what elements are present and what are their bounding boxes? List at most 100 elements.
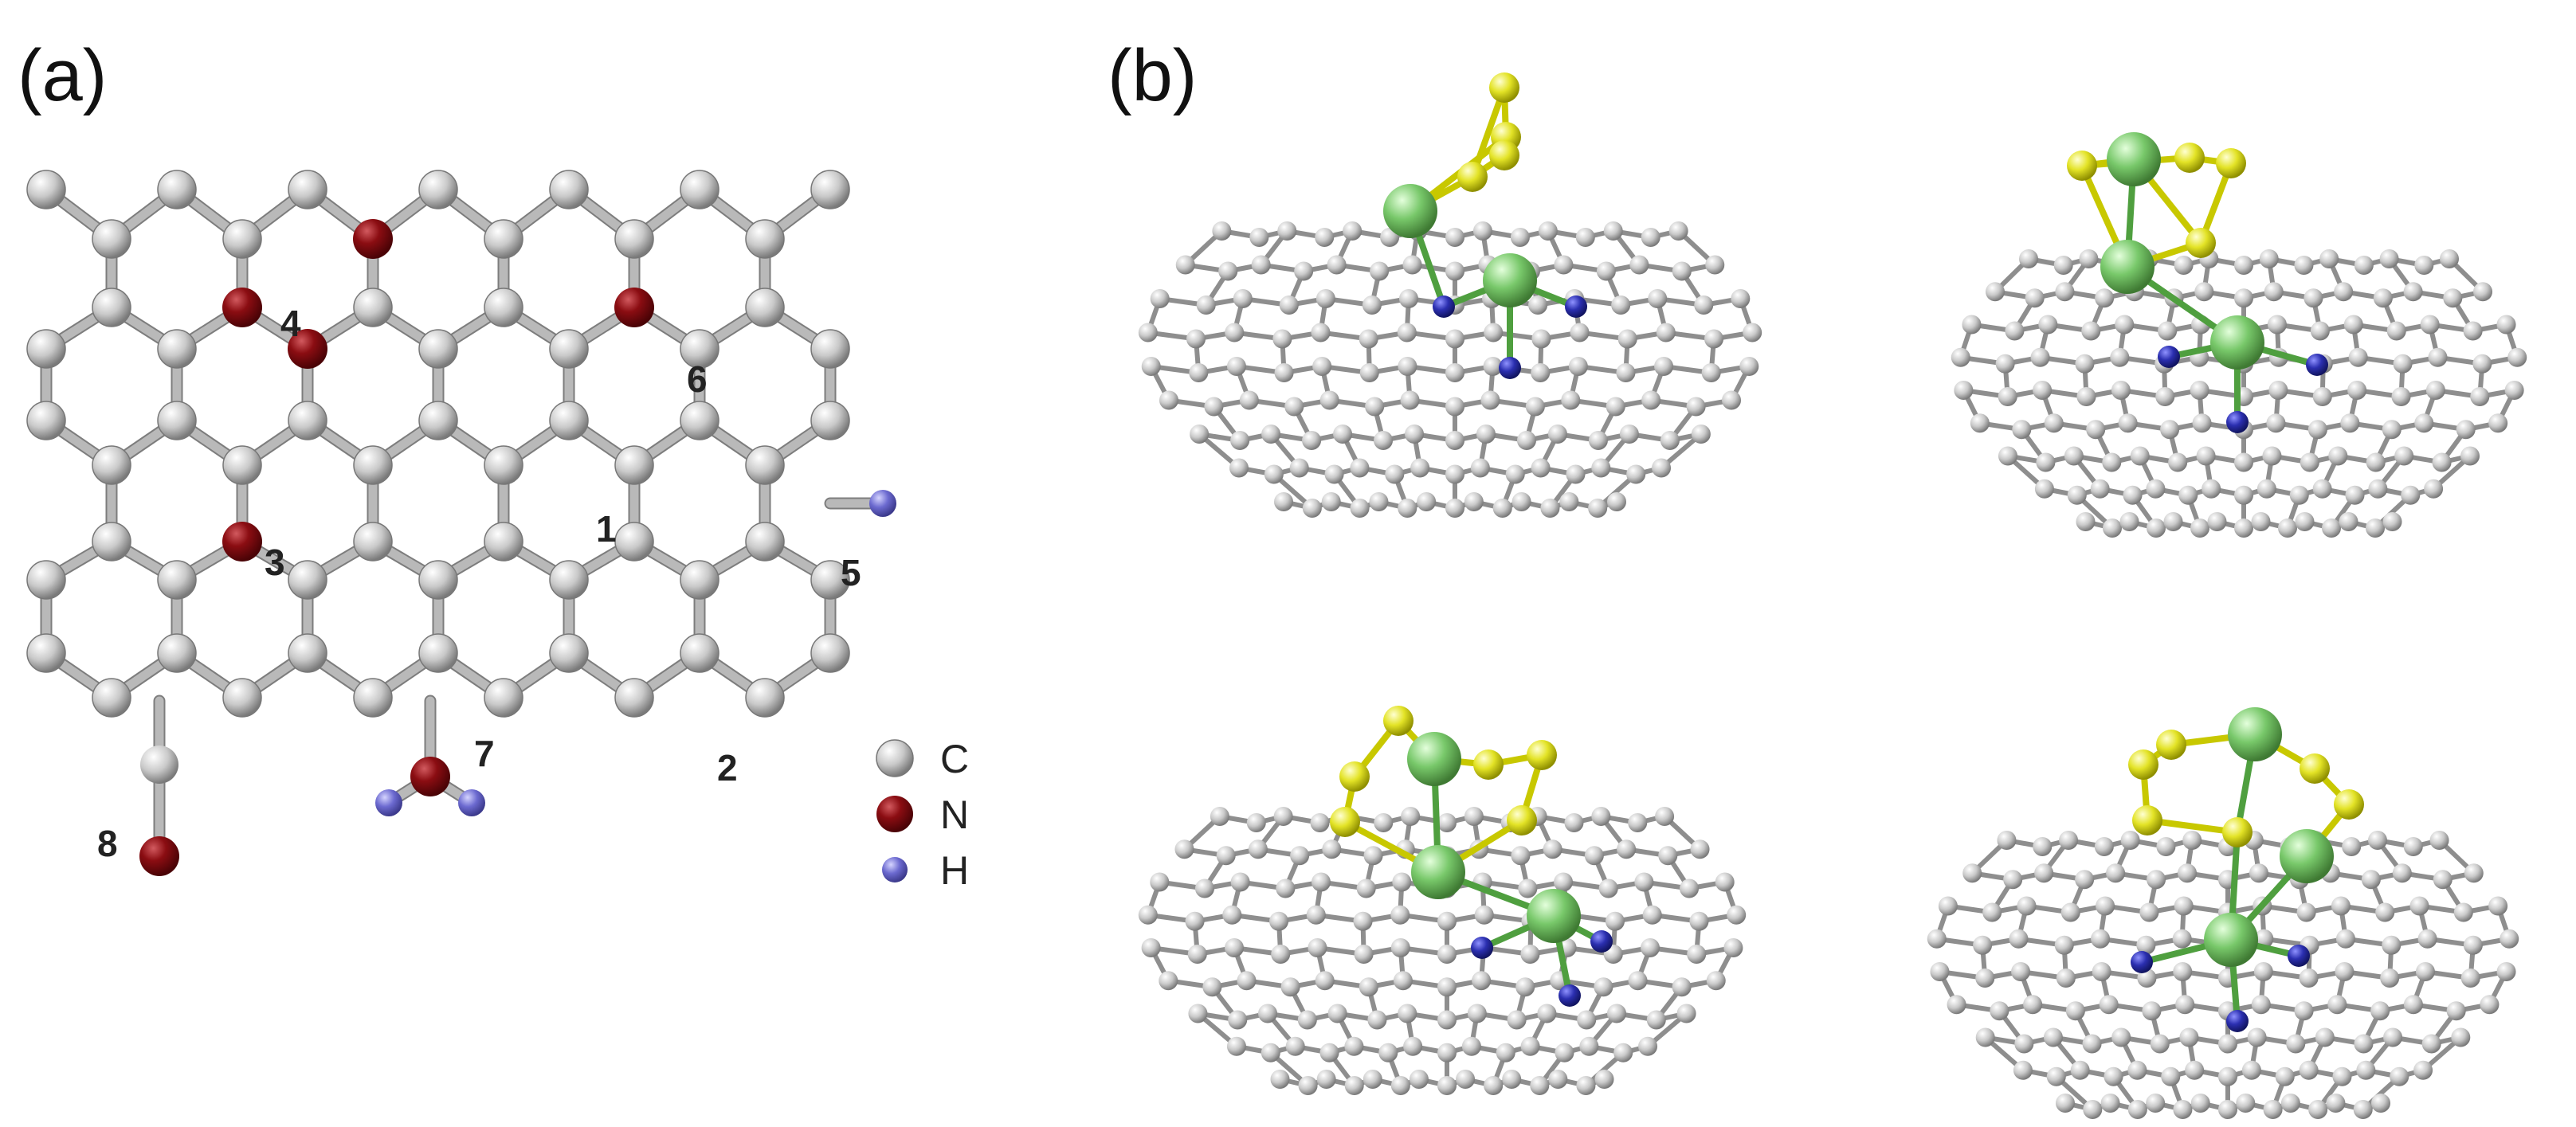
flake-carbon-atom — [2075, 870, 2095, 890]
flake-carbon-atom — [1660, 431, 1680, 450]
flake-carbon-atom — [1723, 938, 1743, 957]
flake-carbon-atom — [2218, 1100, 2237, 1119]
flake-carbon-atom — [1938, 896, 1958, 916]
flake-carbon-atom — [1638, 1036, 1658, 1056]
carbon-atom — [353, 678, 393, 718]
flake-carbon-atom — [1445, 499, 1464, 518]
flake-carbon-atom — [1141, 357, 1161, 376]
legend-hydrogen-swatch — [882, 857, 908, 882]
sulfur-atom — [1339, 761, 1370, 792]
carbon-atom — [288, 560, 327, 600]
flake-carbon-atom — [1261, 1043, 1280, 1062]
carbon-atom — [680, 170, 719, 209]
flake-carbon-atom — [1212, 221, 1232, 241]
flake-carbon-atom — [1271, 945, 1291, 964]
flake-carbon-atom — [1927, 929, 1947, 949]
carbon-atom — [484, 219, 523, 259]
nitrogen-atom — [2131, 951, 2153, 973]
flake-carbon-atom — [2266, 413, 2286, 433]
flake-carbon-atom — [1269, 911, 1289, 931]
flake-carbon-atom — [2356, 1060, 2376, 1080]
carbon-atom — [157, 329, 197, 369]
flake-carbon-atom — [1310, 813, 1330, 832]
flake-carbon-atom — [1502, 1070, 1522, 1089]
nitrogen-atom — [1565, 295, 1587, 318]
flake-carbon-atom — [1311, 872, 1331, 892]
sulfur-atom — [1330, 807, 1360, 837]
flake-carbon-atom — [2310, 321, 2330, 341]
flake-carbon-atom — [1467, 1004, 1487, 1023]
flake-carbon-atom — [2370, 1001, 2390, 1021]
flake-carbon-atom — [1321, 492, 1341, 511]
flake-carbon-atom — [1222, 905, 1242, 925]
flake-carbon-atom — [1520, 945, 1540, 964]
flake-carbon-atom — [2111, 381, 2131, 400]
flake-carbon-atom — [2095, 288, 2115, 308]
flake-carbon-atom — [1628, 971, 1648, 991]
sulfur-atom — [2300, 753, 2330, 784]
flake-carbon-atom — [2391, 387, 2411, 406]
flake-carbon-atom — [1264, 464, 1284, 484]
flake-carbon-atom — [2413, 1060, 2433, 1080]
flake-carbon-atom — [2251, 512, 2271, 531]
flake-carbon-atom — [1510, 228, 1530, 247]
flake-carbon-atom — [2163, 512, 2183, 531]
flake-carbon-atom — [2158, 321, 2178, 341]
flake-carbon-atom — [1603, 221, 1623, 241]
flake-carbon-atom — [1402, 255, 1422, 275]
sulfur-atom — [1383, 706, 1413, 736]
hydrogen-atom — [458, 789, 485, 816]
flake-carbon-atom — [2067, 485, 2087, 505]
flake-carbon-atom — [2207, 512, 2227, 531]
nitrogen-atom — [2226, 411, 2249, 433]
flake-carbon-atom — [2409, 896, 2429, 916]
flake-carbon-atom — [2013, 1060, 2033, 1080]
flake-carbon-atom — [1289, 458, 1309, 478]
flake-carbon-atom — [2295, 512, 2315, 531]
flake-carbon-atom — [2268, 381, 2288, 400]
flake-carbon-atom — [1470, 458, 1490, 478]
flake-carbon-atom — [1409, 1070, 1429, 1089]
flake-carbon-atom — [1359, 363, 1379, 382]
carbon-atom — [745, 678, 785, 718]
flake-carbon-atom — [1159, 971, 1178, 991]
flake-carbon-atom — [2179, 1027, 2199, 1047]
flake-carbon-atom — [2328, 446, 2348, 466]
cluster-adsorption-structures — [1138, 72, 2527, 1119]
flake-carbon-atom — [2264, 282, 2284, 302]
flake-carbon-atom — [2081, 321, 2101, 341]
flake-carbon-atom — [2373, 288, 2393, 308]
flake-carbon-atom — [1350, 458, 1370, 478]
flake-carbon-atom — [1743, 323, 1762, 342]
flake-carbon-atom — [1150, 872, 1170, 892]
carbon-atom — [549, 401, 589, 440]
flake-carbon-atom — [1998, 387, 2017, 406]
flake-carbon-atom — [2234, 485, 2253, 505]
carbon-atom — [745, 288, 785, 327]
carbon-atom — [418, 633, 458, 673]
nitrogen-atom — [1559, 984, 1581, 1007]
flake-carbon-atom — [1403, 1036, 1423, 1056]
flake-carbon-atom — [2392, 863, 2412, 883]
flake-carbon-atom — [1410, 458, 1430, 478]
flake-carbon-atom — [2488, 413, 2508, 433]
flake-carbon-atom — [2278, 518, 2297, 538]
flake-carbon-atom — [1995, 354, 2015, 374]
flake-carbon-atom — [2342, 837, 2362, 856]
flake-carbon-atom — [1138, 323, 1158, 342]
flake-carbon-atom — [2123, 485, 2143, 505]
metal-atom — [2210, 315, 2264, 370]
flake-carbon-atom — [2451, 1027, 2471, 1047]
carbon-atom — [810, 560, 850, 600]
metal-atom — [1411, 845, 1465, 899]
flake-carbon-atom — [1474, 905, 1494, 925]
flake-carbon-atom — [2055, 282, 2075, 302]
carbon-atom — [353, 445, 393, 485]
flake-carbon-atom — [1315, 228, 1335, 247]
carbon-atom — [26, 401, 66, 440]
flake-carbon-atom — [1668, 221, 1688, 241]
flake-carbon-atom — [1616, 363, 1636, 382]
carbon-atom — [157, 633, 197, 673]
flake-carbon-atom — [2251, 995, 2271, 1015]
flake-carbon-atom — [1369, 492, 1389, 511]
